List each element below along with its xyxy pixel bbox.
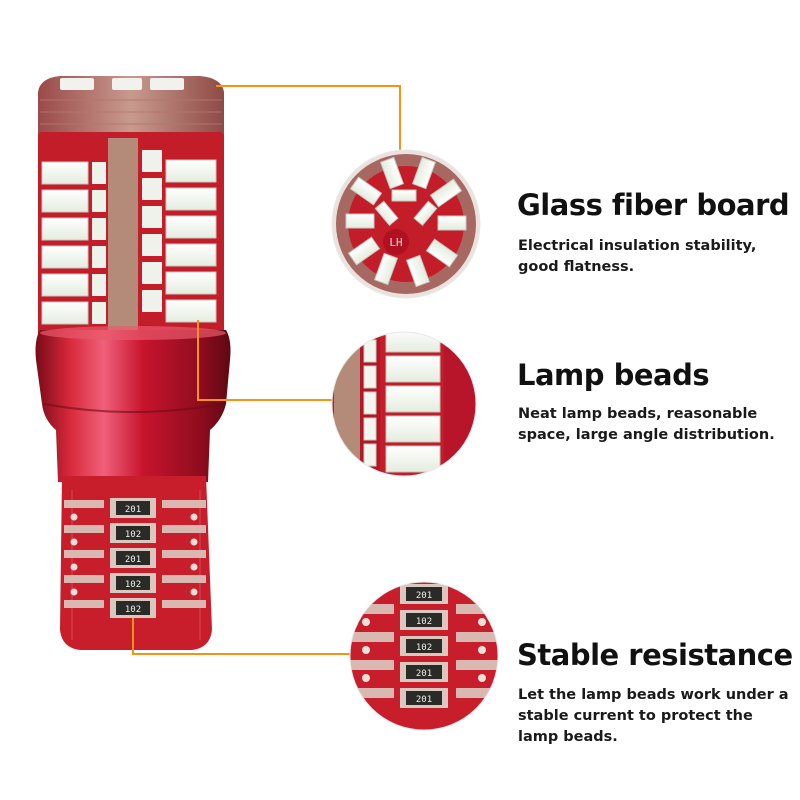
callout-line-board <box>216 85 401 152</box>
bulb-resistor-code: 102 <box>125 580 141 590</box>
callout-line-resistor <box>132 618 350 655</box>
bulb-resistor-code: 201 <box>125 505 141 515</box>
resistor-circle-code: 201 <box>416 695 432 705</box>
top-led-bead <box>150 78 184 90</box>
terminal-holes <box>70 513 198 596</box>
feature-description-glass-fiber-board: Electrical insulation stability, good fl… <box>518 238 757 275</box>
feature-description-stable-resistance: Let the lamp beads work under a stable c… <box>518 687 789 745</box>
anodized-base <box>35 330 231 482</box>
resistor-circle-code: 102 <box>416 617 432 627</box>
right-led-column <box>142 150 217 323</box>
resistor-circle-code: 201 <box>416 669 432 679</box>
top-led-bead <box>60 78 94 90</box>
terminal-traces <box>64 500 206 608</box>
resistor-circle-code: 201 <box>416 591 432 601</box>
bulb-resistor-code: 102 <box>125 605 141 615</box>
top-led-bead <box>112 78 142 90</box>
feature-title-stable-resistance: Stable resistance <box>517 638 793 672</box>
callout-lines <box>132 85 401 655</box>
left-led-column <box>41 161 106 325</box>
lamp-beads-detail-circle <box>332 332 476 476</box>
board-detail-circle: LH <box>332 150 480 298</box>
board-marking: LH <box>389 236 402 249</box>
feature-title-glass-fiber-board: Glass fiber board <box>517 188 790 222</box>
resistor-circle-code: 102 <box>416 643 432 653</box>
feature-description-lamp-beads: Neat lamp beads, reasonable space, large… <box>518 406 775 443</box>
center-board-spine <box>108 138 138 343</box>
feature-title-lamp-beads: Lamp beads <box>517 358 710 392</box>
bulb-resistor-code: 102 <box>125 530 141 540</box>
bulb-resistors: 201 102 201 102 102 <box>110 498 156 618</box>
callout-line-beads <box>197 320 340 401</box>
resistor-detail-circle: 201 102 102 201 201 <box>350 582 498 730</box>
bulb-resistor-code: 201 <box>125 555 141 565</box>
top-board <box>38 76 224 138</box>
